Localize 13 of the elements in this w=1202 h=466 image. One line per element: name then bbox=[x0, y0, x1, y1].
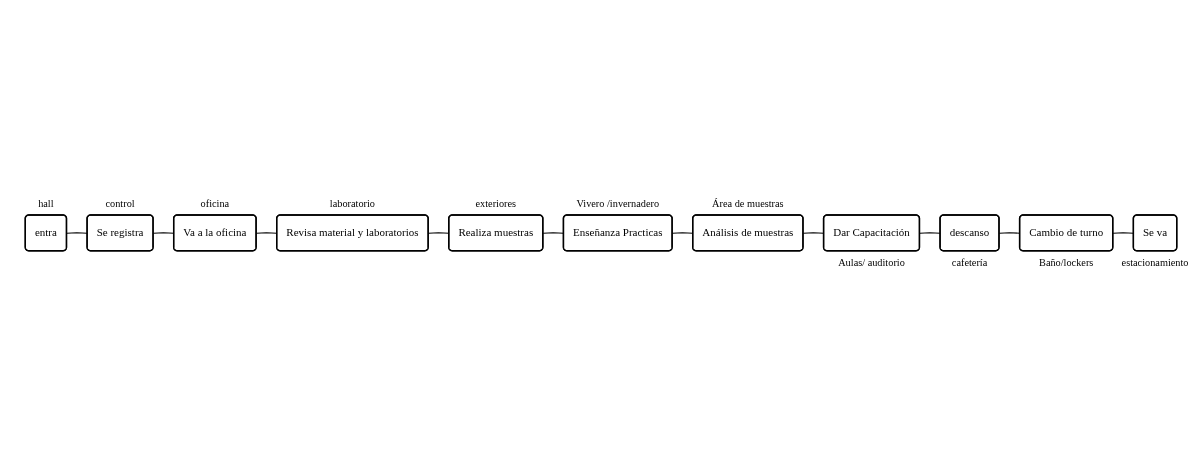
connector bbox=[66, 232, 88, 234]
location-label: Vivero /invernadero bbox=[576, 197, 660, 209]
location-label: cafetería bbox=[951, 257, 988, 268]
connector bbox=[919, 232, 941, 234]
location-label: oficina bbox=[200, 197, 230, 209]
location-label: laboratorio bbox=[329, 197, 376, 209]
location-label: exteriores bbox=[475, 197, 517, 209]
location-label: hall bbox=[38, 197, 54, 209]
location-label: control bbox=[105, 197, 135, 209]
location-label: Área de muestras bbox=[712, 197, 784, 209]
location-label: estacionamiento bbox=[1121, 257, 1189, 268]
location-label: Baño/lockers bbox=[1039, 257, 1094, 268]
location-label: Aulas/ auditorio bbox=[838, 257, 905, 268]
